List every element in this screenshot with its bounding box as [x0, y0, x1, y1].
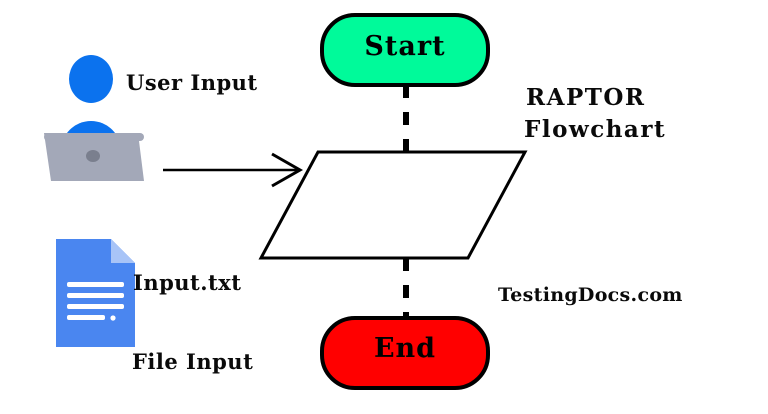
- file-fold-icon: [111, 239, 135, 263]
- node-start-label: Start: [364, 31, 446, 62]
- laptop-trackpad-dot-icon: [86, 150, 100, 162]
- arrow-head-icon: [271, 152, 304, 188]
- file-text-line: [67, 315, 105, 320]
- connector-user-to-io: [163, 152, 304, 188]
- file-text-dot: [110, 315, 116, 321]
- file-input-label: File Input: [132, 349, 254, 374]
- file-text-line: [67, 293, 124, 298]
- user-input-label: User Input: [126, 70, 258, 95]
- laptop-base-icon: [44, 133, 144, 141]
- file-text-line: [67, 282, 124, 287]
- input-file-label: Input.txt: [133, 270, 242, 295]
- file-text-line: [67, 304, 124, 309]
- diagram-title-line-2: Flowchart: [524, 116, 667, 143]
- user-head-icon: [69, 55, 113, 103]
- user-at-laptop-icon: [44, 55, 144, 181]
- node-input-output[interactable]: [258, 150, 528, 260]
- watermark-label: TestingDocs.com: [498, 284, 683, 306]
- text-file-icon: [56, 239, 135, 347]
- node-end-label: End: [373, 333, 437, 364]
- diagram-title-line-1: RAPTOR: [526, 84, 646, 111]
